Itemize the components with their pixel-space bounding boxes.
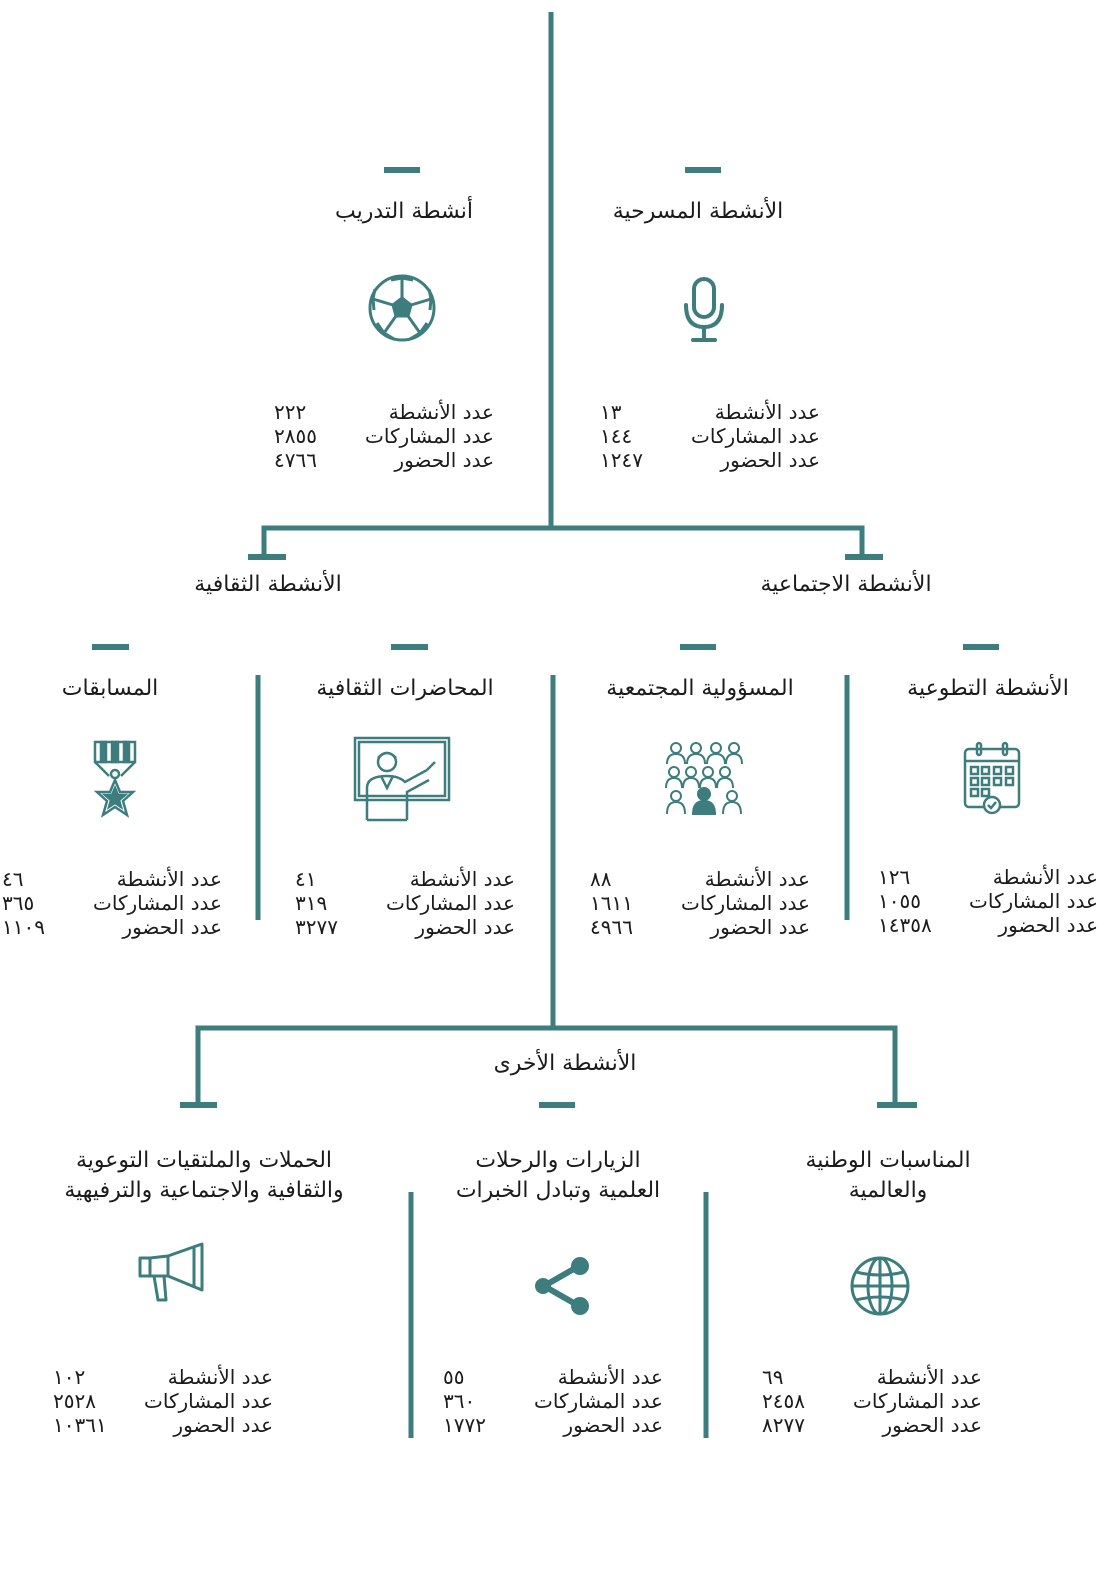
theatrical-activities-value: ١٣ xyxy=(600,400,622,424)
theatrical-title: الأنشطة المسرحية xyxy=(612,199,784,224)
campaigns-title-line2: والثقافية والاجتماعية والترفيهية xyxy=(64,1178,344,1203)
social-group-title: الأنشطة الاجتماعية xyxy=(760,572,932,597)
globe-icon xyxy=(849,1255,911,1317)
stat-label-participants: عدد المشاركات xyxy=(853,1389,982,1413)
stat-label-attendance: عدد الحضور xyxy=(173,1413,273,1437)
other-group-title: الأنشطة الأخرى xyxy=(493,1051,637,1076)
national-activities-value: ٦٩ xyxy=(762,1365,784,1389)
national-stats: عدد الأنشطة ٦٩ عدد المشاركات ٢٤٥٨ عدد الحض… xyxy=(762,1365,982,1437)
visits-attendance-value: ١٧٧٢ xyxy=(443,1413,486,1437)
stat-label-activities: عدد الأنشطة xyxy=(876,1365,982,1389)
community-participants-value: ١٦١١ xyxy=(590,891,633,915)
stat-label-attendance: عدد الحضور xyxy=(882,1413,982,1437)
national-participants-value: ٢٤٥٨ xyxy=(762,1389,805,1413)
campaigns-participants-value: ٢٥٢٨ xyxy=(53,1389,96,1413)
people-group-icon xyxy=(664,740,744,818)
megaphone-icon xyxy=(138,1242,208,1302)
community-attendance-value: ٤٩٦٦ xyxy=(590,915,633,939)
stat-label-activities: عدد الأنشطة xyxy=(116,867,222,891)
theatrical-attendance-value: ١٢٤٧ xyxy=(600,448,643,472)
stat-label-activities: عدد الأنشطة xyxy=(704,867,810,891)
stat-label-attendance: عدد الحضور xyxy=(394,448,494,472)
lectures-stats: عدد الأنشطة ٤١ عدد المشاركات ٣١٩ عدد الحضو… xyxy=(295,867,515,939)
stat-label-attendance: عدد الحضور xyxy=(710,915,810,939)
stat-label-activities: عدد الأنشطة xyxy=(557,1365,663,1389)
teacher-icon xyxy=(353,736,451,822)
campaigns-title-line1: الحملات والملتقيات التوعوية xyxy=(75,1148,333,1173)
stat-label-attendance: عدد الحضور xyxy=(415,915,515,939)
lectures-activities-value: ٤١ xyxy=(295,867,317,891)
volunteer-activities-value: ١٢٦ xyxy=(878,865,911,889)
visits-activities-value: ٥٥ xyxy=(443,1365,465,1389)
stat-label-participants: عدد المشاركات xyxy=(144,1389,273,1413)
visits-stats: عدد الأنشطة ٥٥ عدد المشاركات ٣٦٠ عدد الحضو… xyxy=(443,1365,663,1437)
community-activities-value: ٨٨ xyxy=(590,867,612,891)
stat-label-activities: عدد الأنشطة xyxy=(714,400,820,424)
stat-label-activities: عدد الأنشطة xyxy=(388,400,494,424)
training-title: أنشطة التدريب xyxy=(334,199,474,224)
stat-label-participants: عدد المشاركات xyxy=(365,424,494,448)
campaigns-attendance-value: ١٠٣٦١ xyxy=(53,1413,107,1437)
volunteer-title: الأنشطة التطوعية xyxy=(907,676,1069,701)
volunteer-attendance-value: ١٤٣٥٨ xyxy=(878,913,932,937)
competitions-participants-value: ٣٦٥ xyxy=(2,891,35,915)
stat-label-participants: عدد المشاركات xyxy=(681,891,810,915)
calendar-icon xyxy=(963,741,1021,815)
campaigns-title: الحملات والملتقيات التوعوية والثقافية وا… xyxy=(64,1146,343,1206)
stat-label-activities: عدد الأنشطة xyxy=(992,865,1098,889)
medal-icon xyxy=(89,740,141,824)
campaigns-stats: عدد الأنشطة ١٠٢ عدد المشاركات ٢٥٢٨ عدد الح… xyxy=(53,1365,273,1437)
football-icon xyxy=(367,273,437,343)
training-activities-value: ٢٢٢ xyxy=(274,400,307,424)
national-attendance-value: ٨٢٧٧ xyxy=(762,1413,805,1437)
volunteer-stats: عدد الأنشطة ١٢٦ عدد المشاركات ١٠٥٥ عدد الح… xyxy=(878,865,1098,937)
microphone-icon xyxy=(683,277,725,343)
community-stats: عدد الأنشطة ٨٨ عدد المشاركات ١٦١١ عدد الحض… xyxy=(590,867,810,939)
lectures-attendance-value: ٣٢٧٧ xyxy=(295,915,338,939)
community-title: المسؤولية المجتمعية xyxy=(606,676,794,701)
visits-participants-value: ٣٦٠ xyxy=(443,1389,476,1413)
lectures-participants-value: ٣١٩ xyxy=(295,891,328,915)
cultural-group-title: الأنشطة الثقافية xyxy=(194,572,342,597)
share-icon xyxy=(531,1255,593,1317)
stat-label-participants: عدد المشاركات xyxy=(534,1389,663,1413)
stat-label-participants: عدد المشاركات xyxy=(93,891,222,915)
theatrical-stats: عدد الأنشطة ١٣ عدد المشاركات ١٤٤ عدد الحضو… xyxy=(600,400,820,472)
training-attendance-value: ٤٧٦٦ xyxy=(274,448,317,472)
stat-label-activities: عدد الأنشطة xyxy=(409,867,515,891)
national-title-line1: المناسبات الوطنية xyxy=(805,1148,971,1173)
competitions-stats: عدد الأنشطة ٤٦ عدد المشاركات ٣٦٥ عدد الحضو… xyxy=(2,867,222,939)
national-title: المناسبات الوطنية والعالمية xyxy=(805,1146,970,1206)
visits-title: الزيارات والرحلات العلمية وتبادل الخبرات xyxy=(456,1146,660,1206)
national-title-line2: والعالمية xyxy=(848,1178,928,1203)
stat-label-attendance: عدد الحضور xyxy=(122,915,222,939)
competitions-title: المسابقات xyxy=(61,676,159,701)
competitions-attendance-value: ١١٠٩ xyxy=(2,915,45,939)
theatrical-participants-value: ١٤٤ xyxy=(600,424,633,448)
volunteer-participants-value: ١٠٥٥ xyxy=(878,889,921,913)
stat-label-attendance: عدد الحضور xyxy=(720,448,820,472)
training-participants-value: ٢٨٥٥ xyxy=(274,424,317,448)
training-stats: عدد الأنشطة ٢٢٢ عدد المشاركات ٢٨٥٥ عدد الح… xyxy=(274,400,494,472)
stat-label-activities: عدد الأنشطة xyxy=(167,1365,273,1389)
visits-title-line1: الزيارات والرحلات xyxy=(475,1148,641,1173)
stat-label-participants: عدد المشاركات xyxy=(691,424,820,448)
stat-label-attendance: عدد الحضور xyxy=(998,913,1098,937)
visits-title-line2: العلمية وتبادل الخبرات xyxy=(455,1178,661,1203)
campaigns-activities-value: ١٠٢ xyxy=(53,1365,86,1389)
stat-label-participants: عدد المشاركات xyxy=(969,889,1098,913)
lectures-title: المحاضرات الثقافية xyxy=(316,676,494,701)
competitions-activities-value: ٤٦ xyxy=(2,867,24,891)
stat-label-participants: عدد المشاركات xyxy=(386,891,515,915)
stat-label-attendance: عدد الحضور xyxy=(563,1413,663,1437)
